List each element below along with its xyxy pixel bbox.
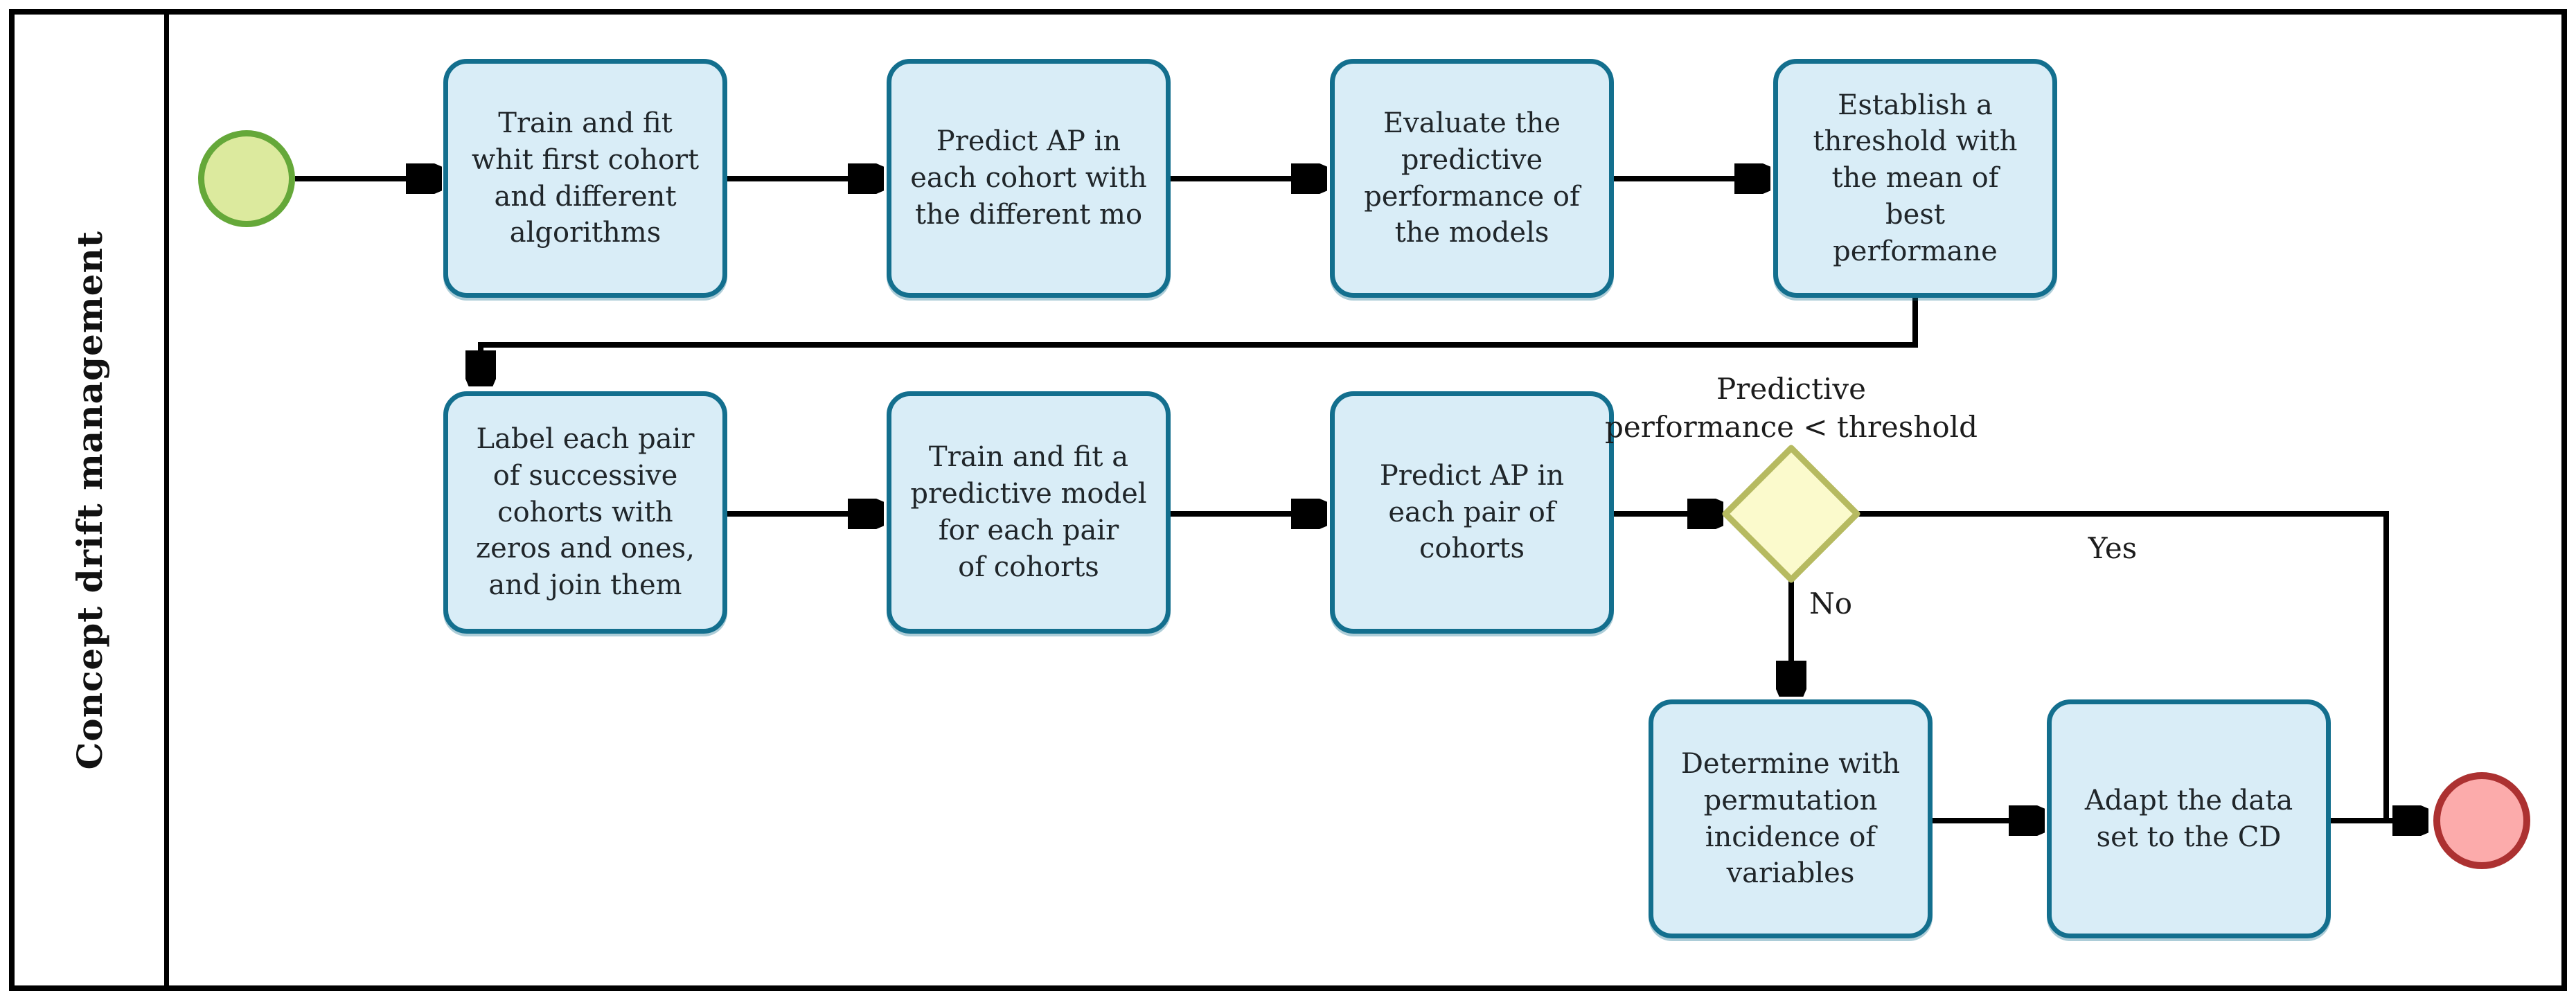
decision-diamond — [1722, 445, 1860, 583]
end-event-circle — [2433, 772, 2530, 869]
task-predict-ap-cohorts: Predict AP in each cohort with the diffe… — [887, 59, 1171, 298]
task-adapt-dataset-cd: Adapt the data set to the CD — [2047, 699, 2331, 938]
lane-separator — [164, 9, 169, 991]
task-evaluate-performance: Evaluate the predictive performance of t… — [1330, 59, 1614, 298]
yes-branch-label: Yes — [2088, 531, 2138, 565]
no-branch-label: No — [1809, 587, 1853, 620]
task-label-cohort-pairs: Label each pair of successive cohorts wi… — [443, 391, 727, 634]
task-establish-threshold: Establish a threshold with the mean of b… — [1773, 59, 2057, 298]
task-train-pair-models: Train and fit a predictive model for eac… — [887, 391, 1171, 634]
pool-border — [9, 9, 2567, 991]
gateway-condition-label: Predictive performance < threshold — [1605, 372, 1978, 444]
flow-gateway-yes-to-end — [1857, 511, 2389, 818]
start-event-circle — [198, 130, 295, 227]
task-permutation-incidence: Determine with permutation incidence of … — [1649, 699, 1933, 938]
task-predict-ap-pairs: Predict AP in each pair of cohorts — [1330, 391, 1614, 634]
flow-t4-to-t5-elbow — [481, 298, 1918, 381]
task-train-first-cohort: Train and fit whit first cohort and diff… — [443, 59, 727, 298]
